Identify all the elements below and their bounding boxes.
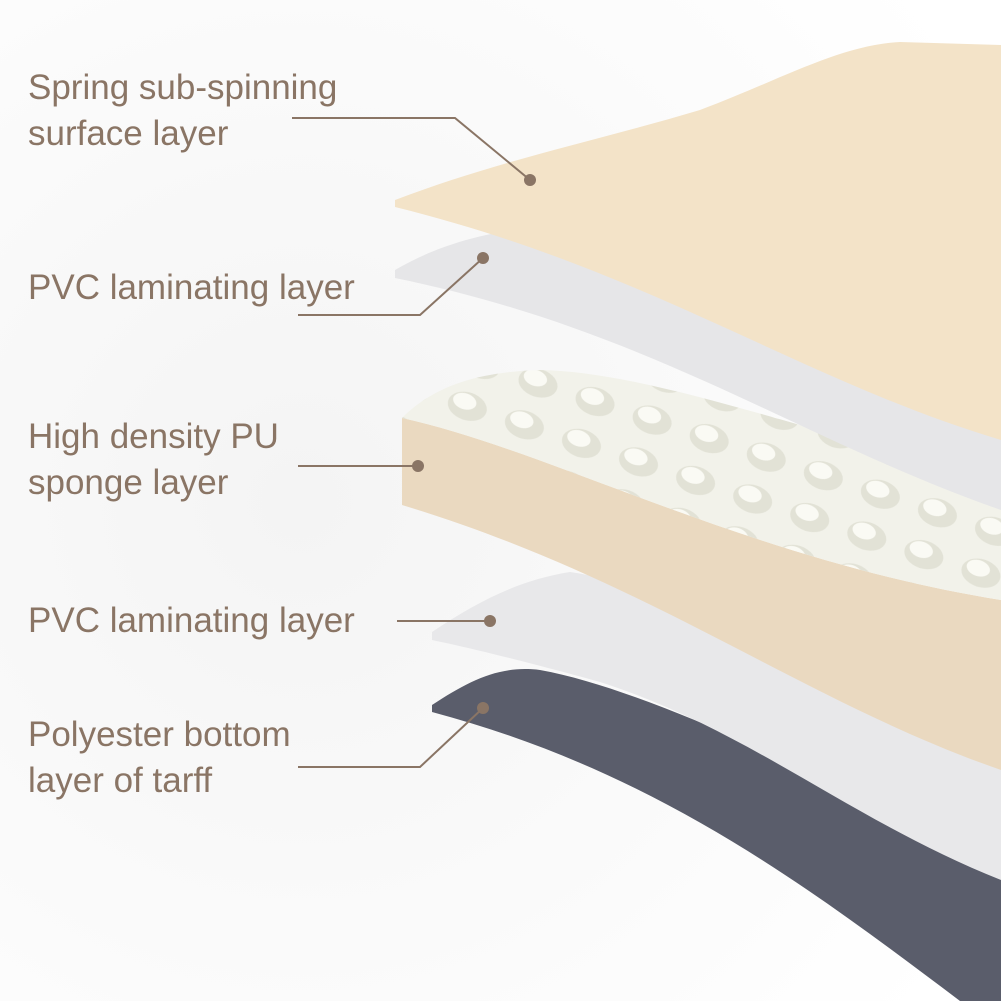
leader-dot-1	[524, 174, 536, 186]
label-line: Spring sub-spinning	[28, 68, 338, 107]
label-line: sponge layer	[28, 463, 229, 502]
leader-dot-3	[412, 460, 424, 472]
label-line: Polyester bottom	[28, 715, 291, 754]
label-polyester-layer: Polyester bottom layer of tarff	[28, 712, 291, 804]
leader-line-2	[298, 257, 484, 316]
leader-line-5	[298, 707, 484, 768]
pvc-layer-lower	[432, 572, 1001, 880]
label-line: PVC laminating layer	[28, 268, 355, 307]
leader-dot-5	[477, 702, 489, 714]
surface-layer	[395, 42, 1001, 440]
leader-line-1	[292, 117, 531, 181]
label-pvc-lower: PVC laminating layer	[28, 598, 355, 644]
sponge-front-face	[402, 418, 1001, 770]
leader-dot-2	[477, 252, 489, 264]
label-line: layer of tarff	[28, 761, 213, 800]
sponge-top-face	[402, 370, 1001, 600]
leader-dot-4	[484, 615, 496, 627]
pvc-layer-upper	[395, 232, 1001, 510]
label-surface-layer: Spring sub-spinning surface layer	[28, 65, 337, 157]
label-pvc-upper: PVC laminating layer	[28, 265, 355, 311]
label-line: surface layer	[28, 114, 229, 153]
label-sponge-layer: High density PU sponge layer	[28, 414, 279, 506]
polyester-bottom-layer	[432, 669, 1001, 1001]
label-line: High density PU	[28, 417, 279, 456]
label-line: PVC laminating layer	[28, 601, 355, 640]
